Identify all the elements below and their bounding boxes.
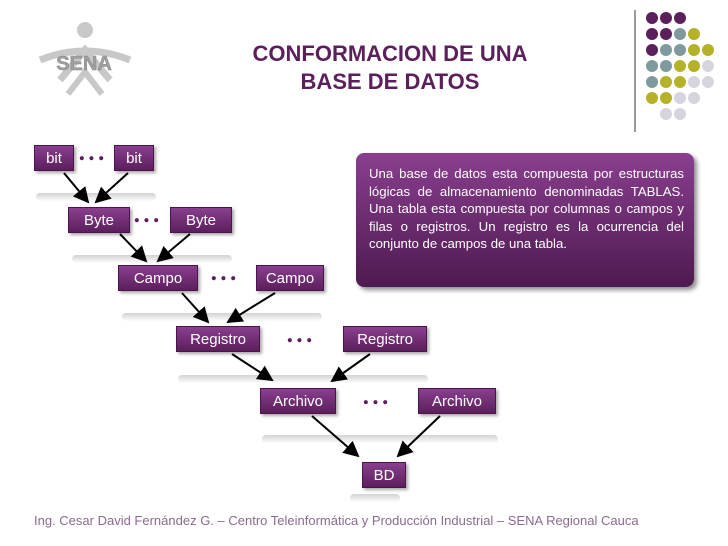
bd-reflection [350,494,400,502]
sena-logo-text: SENA [56,53,112,75]
campo-reflection [122,313,322,321]
archivo-reflection [262,435,498,443]
node-bit-left-label: bit [46,150,62,167]
arrow-byte-right [156,233,191,263]
decorative-divider [634,10,636,132]
node-campo-left-label: Campo [133,270,183,287]
node-campo-right-label: Campo [265,270,315,287]
byte-reflection [72,255,232,263]
footer-credit: Ing. Cesar David Fernández G. – Centro T… [34,513,639,528]
arrow-archivo-left [311,415,360,458]
arrow-bit-left [63,172,90,204]
arrow-byte-left [119,233,148,263]
node-bit-right: bit [114,145,154,171]
arrow-archivo-right [396,415,441,458]
arrow-registro-left [231,353,274,382]
node-byte-left-label: Byte [83,212,114,229]
title-line-2: BASE DE DATOS [300,69,480,94]
sena-logo-icon: SENA [38,22,132,96]
node-campo-left: Campo [118,265,198,291]
page-title: CONFORMACION DE UNA BASE DE DATOS [200,40,580,96]
node-byte-left: Byte [68,207,130,233]
ellipsis-archivo: ... [362,384,391,410]
arrow-registro-right [330,353,371,383]
node-campo-right: Campo [256,265,324,291]
ellipsis-campo: ... [210,260,239,286]
ellipsis-bit: ... [78,140,107,166]
node-archivo-right: Archivo [418,388,496,414]
node-bd: BD [362,462,406,488]
node-bit-left: bit [34,145,74,171]
node-archivo-left-label: Archivo [272,393,324,410]
node-registro-left-label: Registro [190,331,246,348]
node-byte-right: Byte [170,207,232,233]
arrow-bit-right [94,172,129,204]
ellipsis-registro: ... [286,322,315,348]
arrow-campo-left [181,292,210,324]
node-archivo-right-label: Archivo [431,393,483,410]
registro-reflection [178,375,428,383]
node-bit-right-label: bit [126,150,142,167]
definition-callout: Una base de datos esta compuesta por est… [356,153,694,287]
node-registro-right: Registro [343,326,427,352]
arrow-campo-right [226,292,276,324]
node-archivo-left: Archivo [260,388,336,414]
title-line-1: CONFORMACION DE UNA [252,41,528,66]
ellipsis-byte: ... [133,202,162,228]
node-registro-right-label: Registro [357,331,413,348]
node-bd-label: BD [373,467,395,484]
node-registro-left: Registro [176,326,260,352]
node-byte-right-label: Byte [185,212,216,229]
decorative-dot-grid [646,12,714,120]
